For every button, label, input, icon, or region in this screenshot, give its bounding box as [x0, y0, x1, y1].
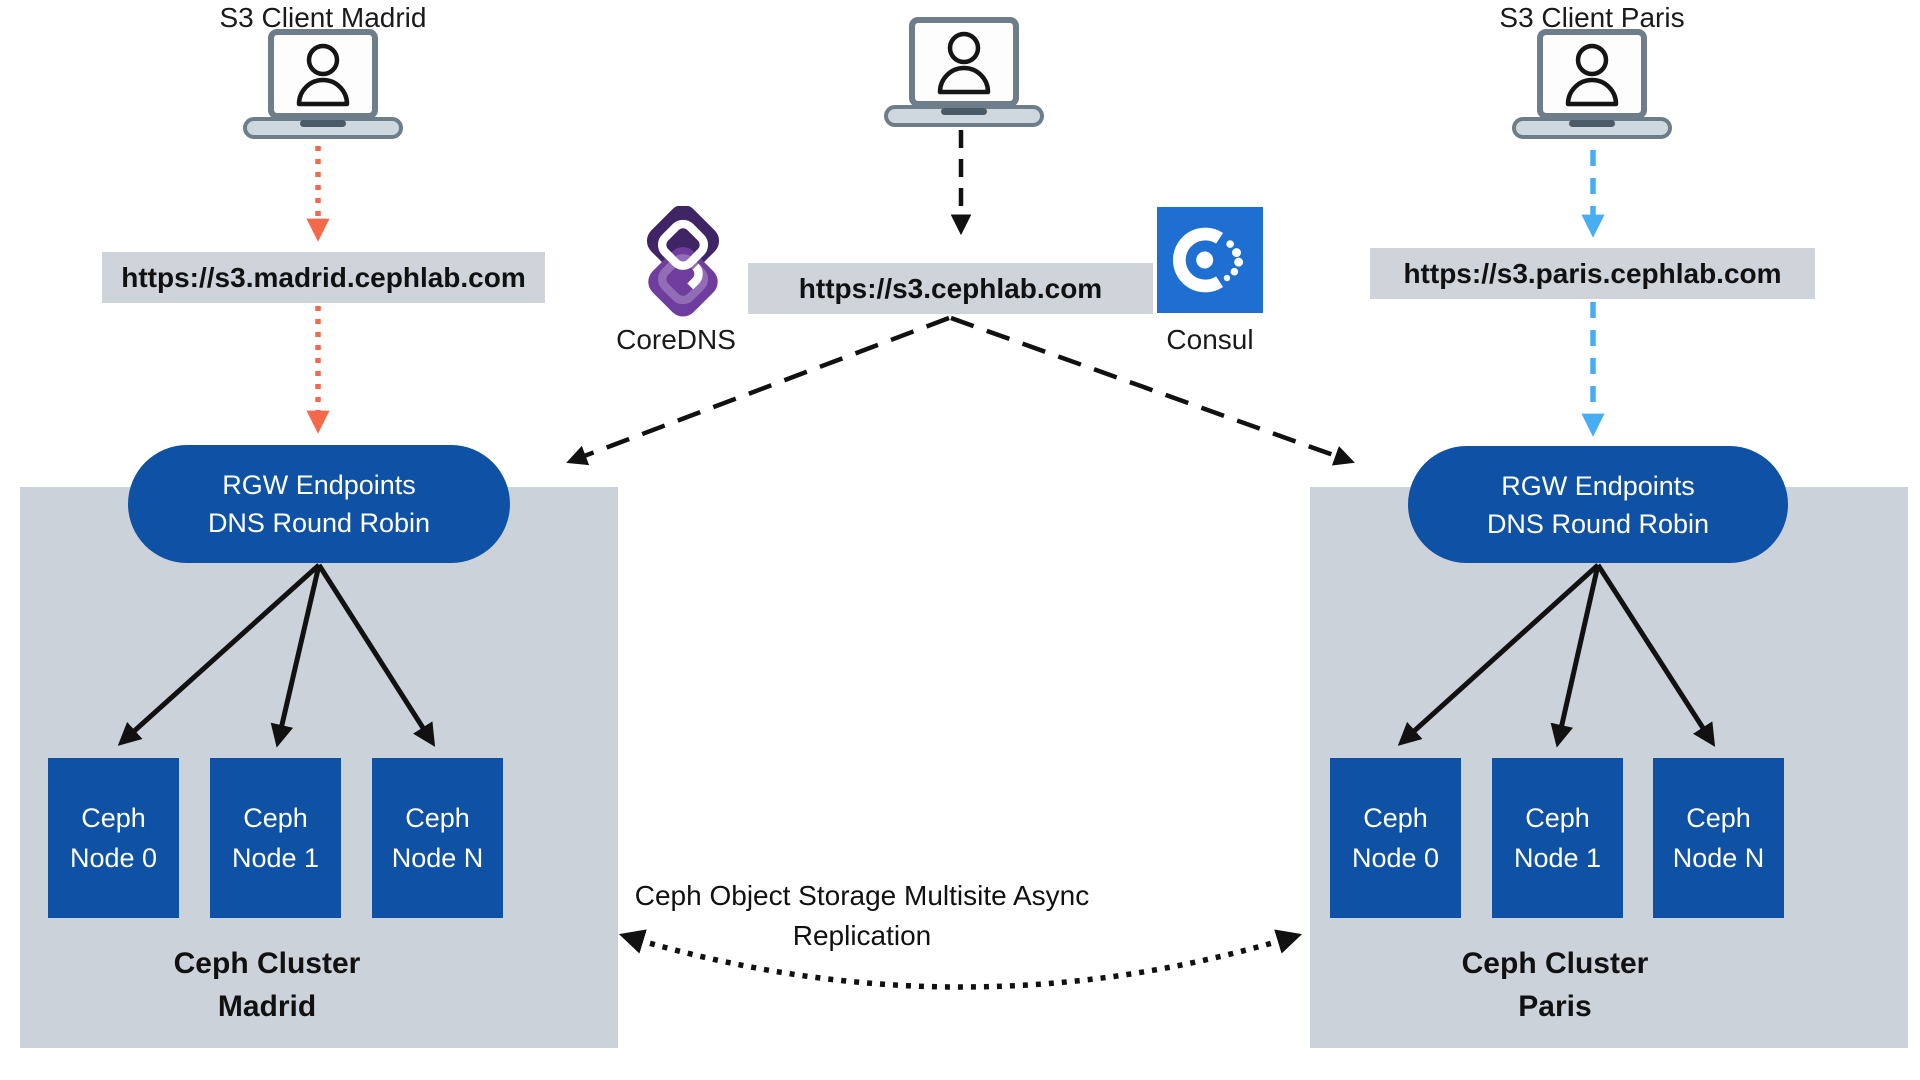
replication-line2: Replication — [792, 920, 932, 951]
cluster-name-line2: Paris — [1518, 990, 1592, 1023]
consul-label: Consul — [1166, 324, 1254, 355]
rgw-endpoints-line1: RGW Endpoints — [222, 470, 416, 500]
paris-endpoint-url: https://s3.paris.cephlab.com — [1370, 248, 1815, 299]
coredns-label: CoreDNS — [616, 324, 736, 355]
madrid-ceph-node-n: Ceph Node N — [372, 758, 503, 918]
paris-ceph-node-1: Ceph Node 1 — [1492, 758, 1623, 918]
coredns-link-icon — [626, 206, 740, 318]
paris-cluster-name: Ceph Cluster Paris — [1405, 942, 1705, 1028]
s3-client-paris-title: S3 Client Paris — [1499, 2, 1685, 33]
cluster-name-line1: Ceph Cluster — [173, 947, 361, 980]
madrid-cluster-name: Ceph Cluster Madrid — [117, 942, 417, 1028]
s3-client-madrid-title: S3 Client Madrid — [219, 2, 427, 33]
rgw-endpoints-line1: RGW Endpoints — [1501, 470, 1695, 501]
multisite-replication-label: Ceph Object Storage Multisite Async Repl… — [612, 876, 1112, 956]
madrid-ceph-node-0: Ceph Node 0 — [48, 758, 179, 918]
madrid-endpoint-url: https://s3.madrid.cephlab.com — [102, 252, 545, 303]
paris-ceph-node-n: Ceph Node N — [1653, 758, 1784, 918]
laptop-user-icon — [243, 28, 403, 148]
laptop-user-icon — [1512, 28, 1672, 148]
rgw-endpoints-line2: DNS Round Robin — [207, 508, 431, 538]
cluster-name-line2: Madrid — [217, 990, 317, 1023]
consul-icon — [1157, 207, 1263, 313]
paris-ceph-node-0: Ceph Node 0 — [1330, 758, 1461, 918]
replication-line1: Ceph Object Storage Multisite Async — [634, 880, 1090, 911]
cluster-name-line1: Ceph Cluster — [1461, 947, 1649, 980]
laptop-user-icon — [884, 16, 1044, 136]
paris-rgw-endpoints-pill: RGW Endpoints DNS Round Robin — [1408, 446, 1788, 563]
central-endpoint-url: https://s3.cephlab.com — [748, 263, 1153, 314]
madrid-ceph-node-1: Ceph Node 1 — [210, 758, 341, 918]
madrid-rgw-endpoints-pill: RGW Endpoints DNS Round Robin — [128, 445, 510, 563]
rgw-endpoints-line2: DNS Round Robin — [1486, 508, 1710, 539]
